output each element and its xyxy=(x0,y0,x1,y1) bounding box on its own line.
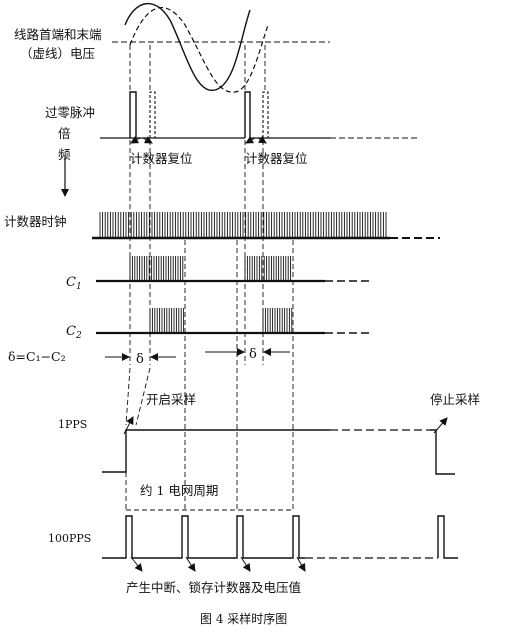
counter-reset-label-1: 计数器复位 xyxy=(130,151,193,166)
pps100-label: 100PPS xyxy=(48,532,91,545)
counter-clock xyxy=(92,212,440,240)
source-voltage-sine xyxy=(124,2,251,91)
reset-arrow-1a xyxy=(130,136,141,144)
voltage-waveforms xyxy=(112,2,330,93)
c2-ticks xyxy=(149,308,293,333)
c2-label: C2 xyxy=(66,324,82,341)
start-sampling-arrow xyxy=(123,416,134,435)
interrupt-note-label: 产生中断、锁存计数器及电压值 xyxy=(126,580,301,595)
reset-arrow-2b xyxy=(257,135,267,144)
reset-arrow-1b xyxy=(142,136,153,144)
figure-caption: 图 4 采样时序图 xyxy=(200,611,287,626)
grid-period-label: 约 1 电网周期 xyxy=(140,483,218,498)
reset-arrow-2a xyxy=(245,136,256,144)
clock-ticks xyxy=(99,212,387,238)
voltage-label-line1: 线路首端和末端 xyxy=(14,27,102,42)
zero-cross-label: 过零脉冲 xyxy=(45,105,95,120)
counter-clock-label: 计数器时钟 xyxy=(4,214,67,229)
zero-cross-pulses xyxy=(100,91,420,144)
delta-formula-label: δ=C₁−C₂ xyxy=(8,349,66,364)
c1-ticks xyxy=(129,256,292,281)
counter-reset-label-2: 计数器复位 xyxy=(245,151,308,166)
pps1-label: 1PPS xyxy=(58,418,87,431)
delta-symbol-1: δ xyxy=(136,352,144,367)
delta-symbol-2: δ xyxy=(249,347,257,362)
counter-c2 xyxy=(96,308,370,335)
doubling-label-bottom: 频 xyxy=(58,147,71,162)
doubling-label-top: 倍 xyxy=(58,126,71,141)
stop-sampling-arrow xyxy=(433,417,448,434)
c1-label: C1 xyxy=(66,275,82,292)
vertical-guides xyxy=(125,45,294,510)
pps100-signal xyxy=(102,515,458,572)
voltage-label-line2: （虚线）电压 xyxy=(20,46,95,61)
delta-markers xyxy=(105,348,290,361)
stop-sampling-label: 停止采样 xyxy=(430,392,480,407)
counter-c1 xyxy=(96,256,370,283)
pps1-signal xyxy=(102,416,455,475)
start-sampling-label: 开启采样 xyxy=(146,392,196,407)
end-voltage-sine-dashed xyxy=(129,7,269,93)
